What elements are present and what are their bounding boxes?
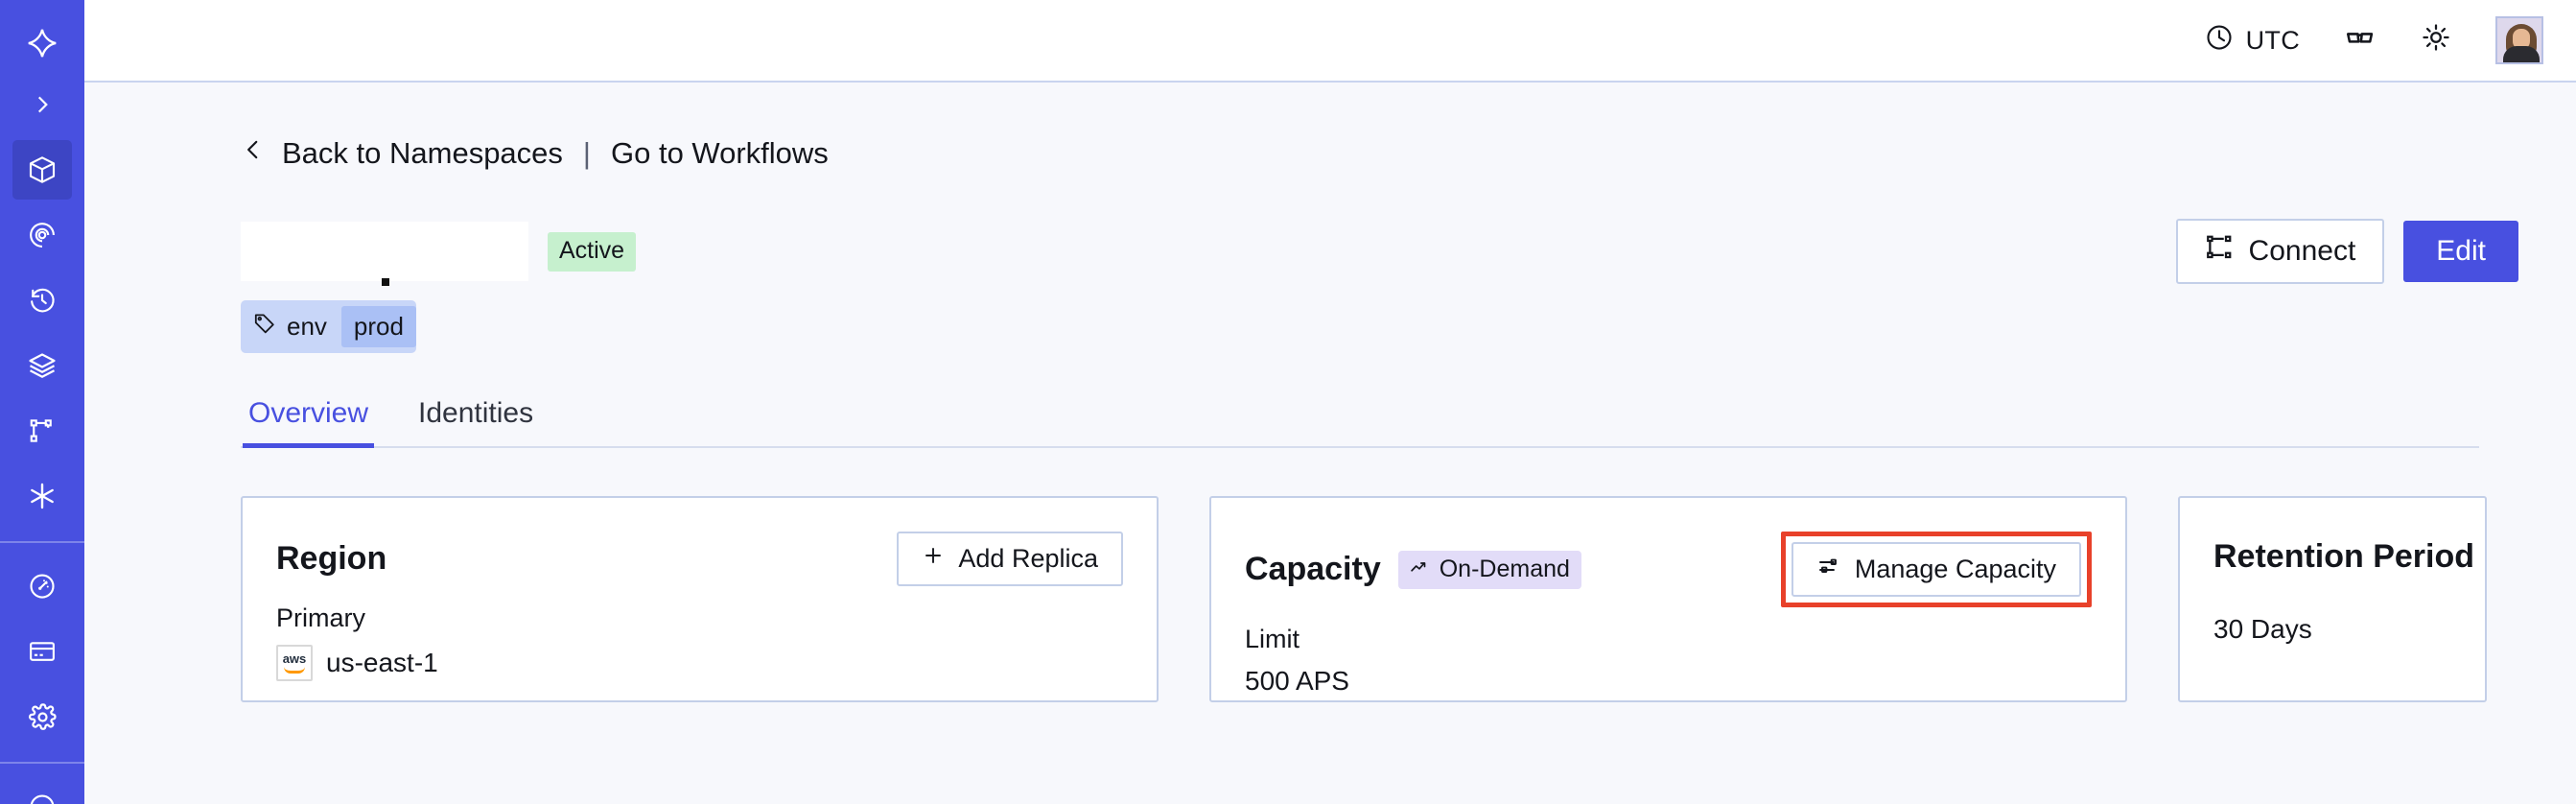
sidebar-item-help[interactable]: [12, 777, 72, 804]
avatar-body: [2503, 46, 2540, 62]
gauge-icon: [28, 572, 57, 601]
avatar[interactable]: [2495, 16, 2543, 64]
capacity-card-title: Capacity: [1245, 551, 1381, 587]
breadcrumb-back-link[interactable]: Back to Namespaces: [282, 136, 563, 170]
capacity-mode-badge: On-Demand: [1397, 550, 1581, 589]
capacity-limit-label: Limit: [1245, 625, 1300, 653]
git-branch-icon: [28, 416, 57, 445]
capacity-card: Capacity On-Demand: [1209, 496, 2127, 702]
tag-chip-env[interactable]: env prod: [241, 300, 416, 353]
manage-capacity-label: Manage Capacity: [1854, 555, 2056, 583]
theme-toggle-button[interactable]: [2421, 22, 2451, 59]
add-replica-button[interactable]: Add Replica: [897, 532, 1123, 586]
add-replica-label: Add Replica: [958, 544, 1098, 573]
sidebar-divider-bottom: [0, 762, 84, 764]
page-title: [241, 222, 528, 286]
clock-icon: [2205, 23, 2234, 59]
sidebar-divider-top: [0, 541, 84, 543]
chevron-right-icon: [30, 92, 55, 117]
sidebar-item-settings[interactable]: [12, 687, 72, 746]
region-card-title: Region: [276, 540, 387, 577]
region-card: Region Add Replica: [241, 496, 1159, 702]
temporal-logo-icon: [26, 27, 59, 59]
capacity-limit-value: 500 APS: [1245, 666, 1349, 696]
aws-wordmark: aws: [282, 651, 307, 666]
connect-button[interactable]: Connect: [2175, 219, 2385, 284]
plus-icon: [922, 544, 945, 574]
help-circle-icon: [28, 792, 57, 804]
manage-capacity-highlight: Manage Capacity: [1780, 532, 2092, 607]
clock-rotate-icon: [28, 286, 57, 315]
sidebar-item-logo[interactable]: [12, 13, 72, 73]
sliders-icon: [1816, 555, 1841, 584]
main-pane: UTC: [84, 0, 2576, 804]
credit-card-icon: [28, 637, 57, 666]
page-content: Back to Namespaces | Go to Workflows Act…: [84, 83, 2576, 804]
sun-icon: [2421, 22, 2451, 59]
retention-value: 30 Days: [2213, 614, 2312, 644]
sidebar-item-nexus[interactable]: [12, 466, 72, 526]
namespace-tags: env prod: [241, 300, 2518, 353]
top-header-bar: UTC: [84, 0, 2576, 83]
status-badge: Active: [548, 231, 637, 272]
layers-icon: [28, 351, 57, 380]
glasses-icon: [2344, 21, 2377, 60]
aws-smile: [284, 667, 305, 674]
sidebar-item-usage[interactable]: [12, 556, 72, 616]
overview-cards: Region Add Replica: [241, 496, 2518, 702]
retention-card-header: Retention Period: [2213, 532, 2474, 581]
aws-logo: aws: [276, 645, 313, 681]
connect-button-label: Connect: [2248, 235, 2356, 267]
namespace-tabs: Overview Identities: [241, 397, 2479, 448]
capacity-card-header: Capacity On-Demand: [1245, 532, 2092, 607]
timezone-label: UTC: [2245, 25, 2300, 55]
sidebar-item-namespaces[interactable]: [12, 140, 72, 200]
radar-eye-icon: [28, 221, 57, 249]
tab-identities[interactable]: Identities: [418, 397, 534, 429]
sidebar-item-workflows[interactable]: [12, 401, 72, 461]
sidebar-item-expand[interactable]: [12, 75, 72, 134]
sidebar-item-billing[interactable]: [12, 622, 72, 681]
avatar-face: [2513, 29, 2530, 50]
capacity-mode-label: On-Demand: [1439, 555, 1570, 582]
sidebar-item-schedules[interactable]: [12, 336, 72, 395]
cube-icon: [27, 154, 58, 185]
region-primary-label: Primary: [276, 603, 365, 632]
breadcrumb-workflows-link[interactable]: Go to Workflows: [610, 136, 829, 170]
retention-card: Retention Period 30 Days: [2178, 496, 2487, 702]
region-card-action: Add Replica: [897, 532, 1123, 586]
trending-up-icon: [1408, 556, 1431, 583]
tag-icon: [253, 312, 276, 342]
sidebar-item-observability[interactable]: [12, 205, 72, 265]
namespace-actions: Connect Edit: [2175, 219, 2518, 284]
region-value: us-east-1: [326, 648, 438, 677]
tab-overview[interactable]: Overview: [243, 397, 375, 448]
edit-button[interactable]: Edit: [2403, 221, 2518, 282]
connect-network-icon: [2205, 233, 2234, 270]
retention-card-title: Retention Period: [2213, 537, 2475, 575]
breadcrumb: Back to Namespaces | Go to Workflows: [241, 135, 2518, 172]
region-value-row: aws us-east-1: [276, 645, 1123, 681]
gear-icon: [28, 702, 58, 732]
manage-capacity-button[interactable]: Manage Capacity: [1791, 542, 2081, 597]
tag-value: prod: [340, 306, 416, 347]
region-card-header: Region Add Replica: [276, 532, 1123, 586]
docs-button[interactable]: [2344, 21, 2377, 60]
title-redaction-mark: [382, 278, 389, 286]
namespace-header-row: Active Co: [241, 219, 2518, 286]
breadcrumb-separator: |: [582, 136, 591, 170]
sidebar-item-history[interactable]: [12, 271, 72, 330]
asterisk-icon: [27, 481, 58, 511]
chevron-left-icon[interactable]: [241, 135, 266, 172]
timezone-selector[interactable]: UTC: [2205, 23, 2300, 59]
tag-key: env: [287, 312, 327, 341]
main-sidebar: [0, 0, 84, 804]
